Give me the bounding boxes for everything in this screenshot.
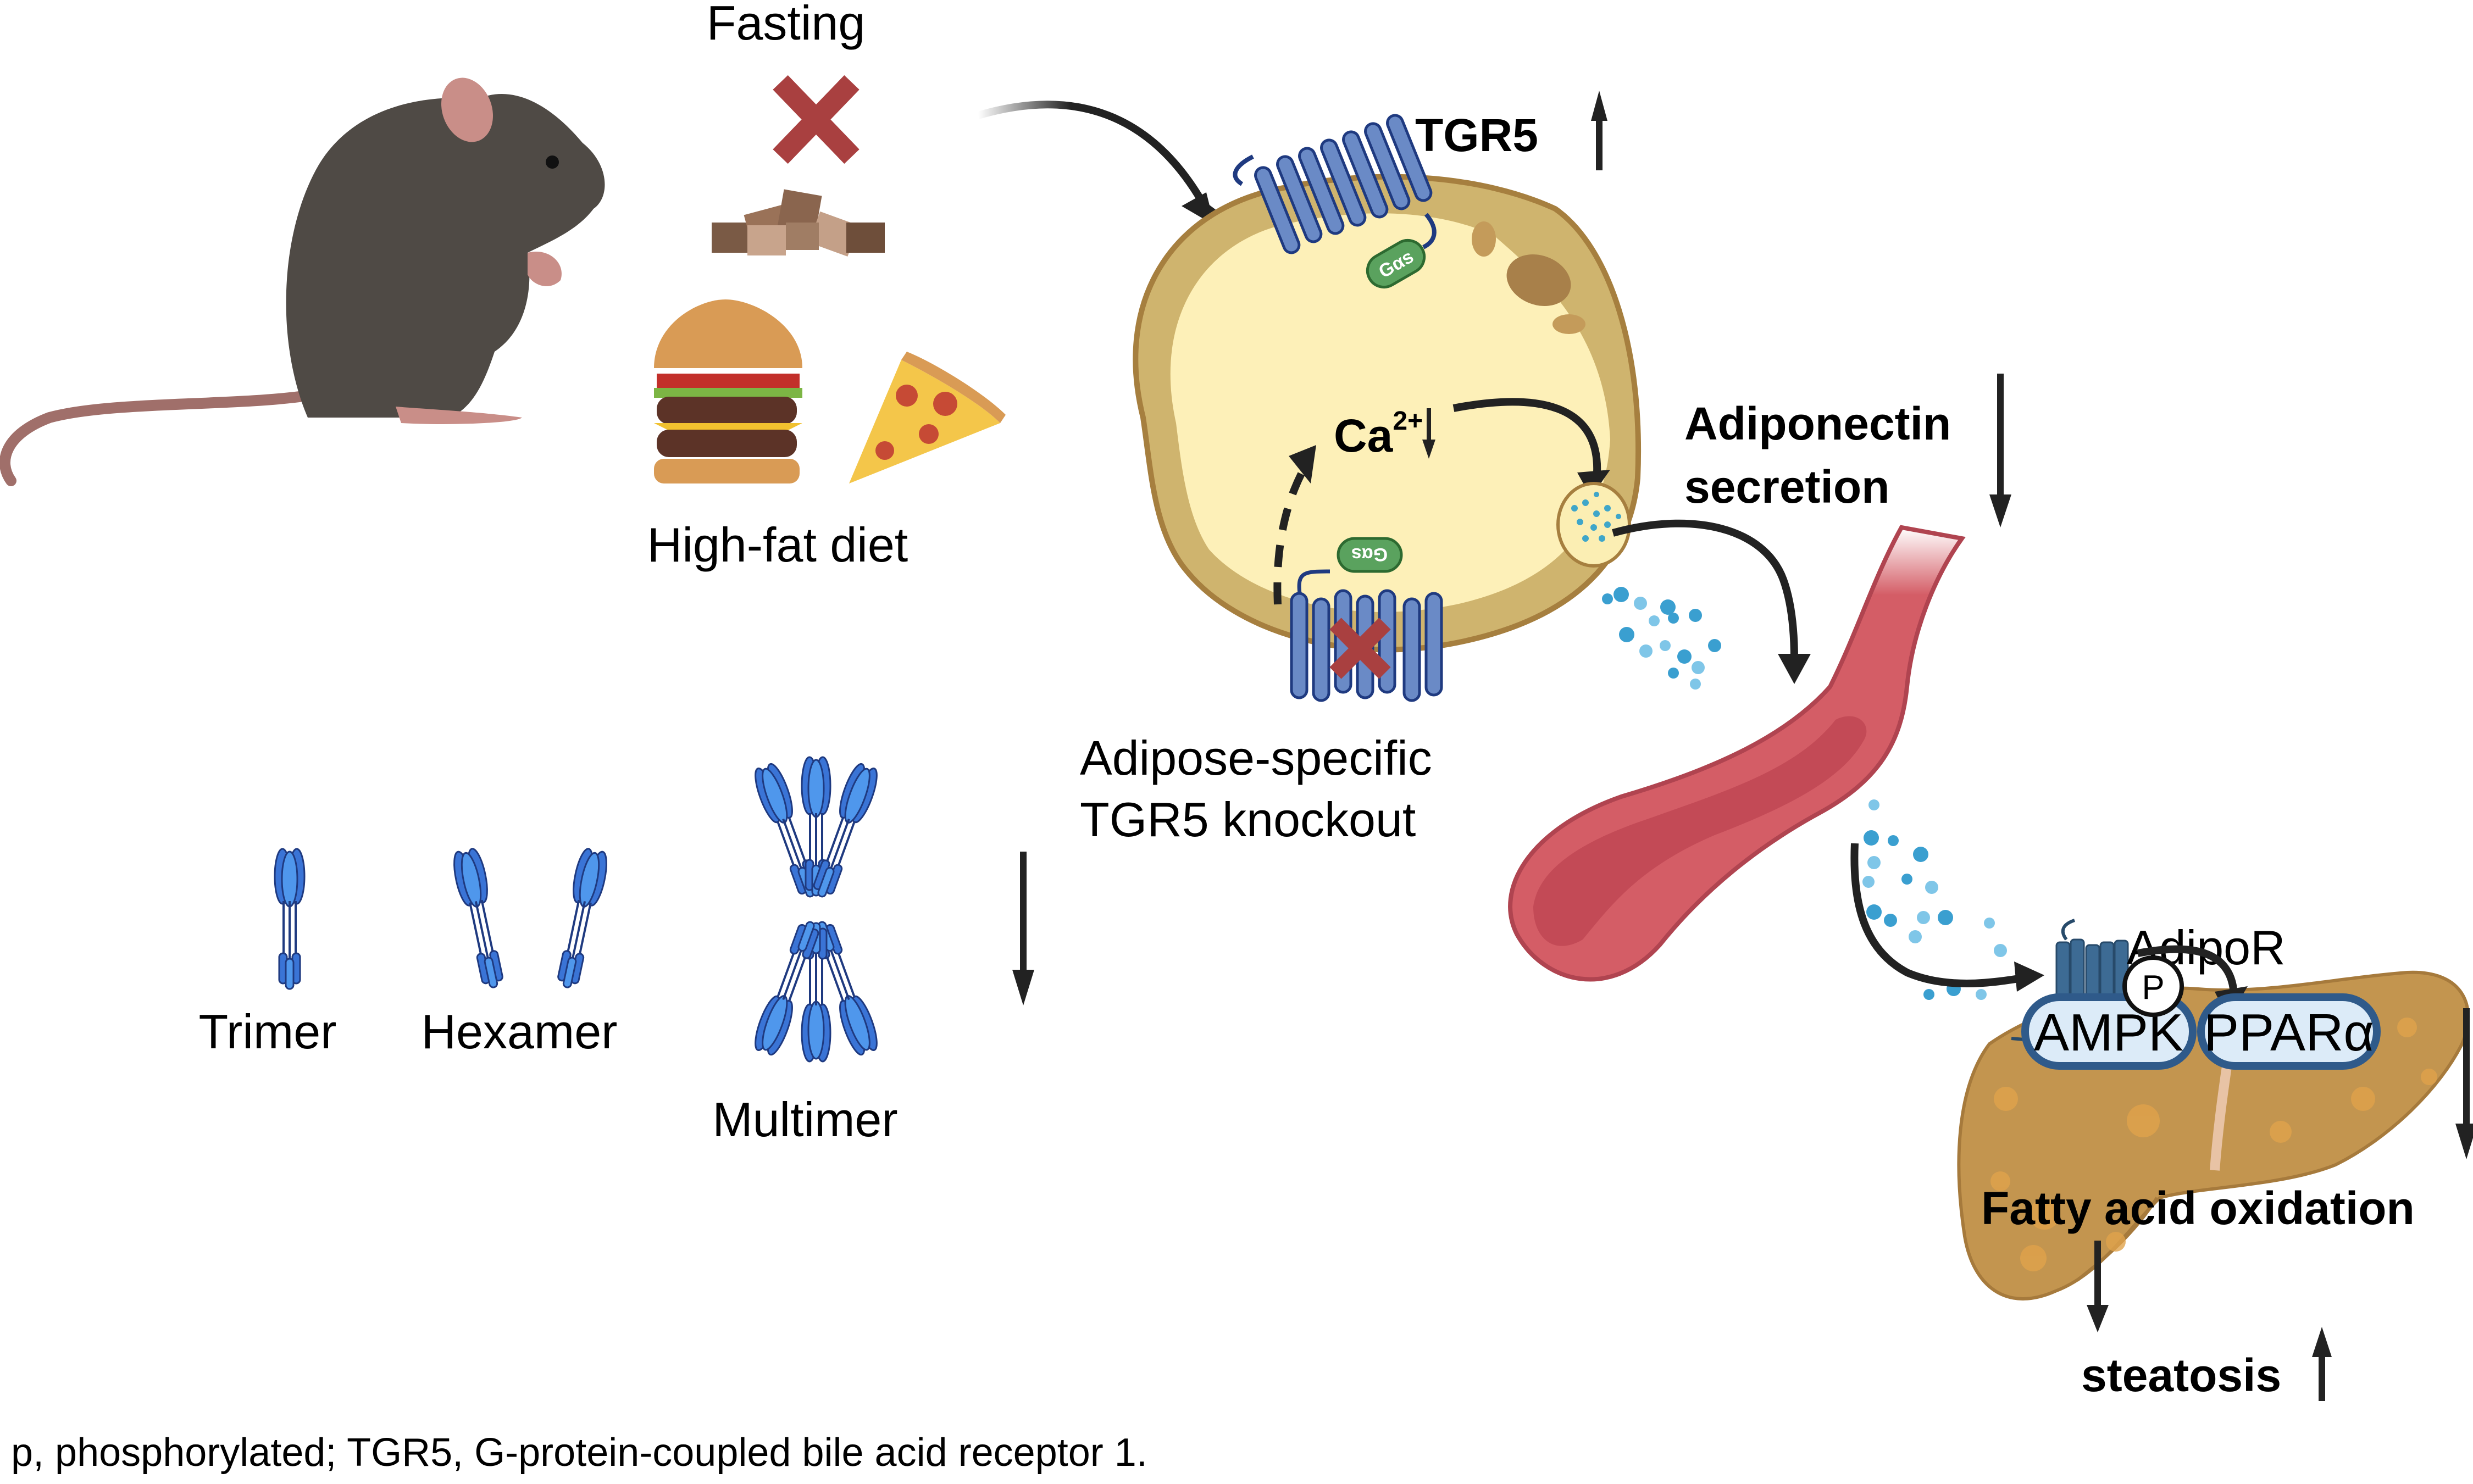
tgr5-receptor-icon <box>1233 114 1437 254</box>
multimer-icon <box>755 756 878 1063</box>
secreted-adiponectin-particles <box>1602 587 1721 690</box>
high-fat-diet-label: High-fat diet <box>647 518 908 572</box>
tgr5-up-arrow-icon <box>1591 91 1607 170</box>
mitochondrion <box>1552 314 1585 334</box>
burger-icon <box>654 299 802 483</box>
mouse-tail <box>0 390 313 486</box>
multimer-trimer-unit <box>755 921 819 1056</box>
flow-arrow-conditions-to-adipocyte <box>977 101 1213 216</box>
knockout-label-line1: Adipose-specific <box>1080 731 1432 785</box>
secretion-label-line1: Adiponectin <box>1684 398 1951 449</box>
ppar-alpha-label: PPARα <box>2204 1003 2374 1062</box>
chow-pellets-icon <box>712 189 885 257</box>
calcium-down-arrow-icon <box>1422 408 1435 459</box>
fao-down-arrow-icon <box>2455 1008 2473 1159</box>
phosphate-badge: P <box>2122 955 2184 1017</box>
circulating-adiponectin-particles <box>1862 799 2007 1000</box>
fao-to-steatosis-arrow-icon <box>2087 1241 2109 1332</box>
hexamer-label: Hexamer <box>422 1004 618 1059</box>
multimer-trimer-unit <box>813 763 878 898</box>
blood-vessel-illustration <box>1508 525 1966 982</box>
mouse-body <box>286 94 605 418</box>
mouse-eye <box>546 155 559 169</box>
figure-caption: p, phosphorylated; TGR5, G-protein-coupl… <box>11 1431 1147 1475</box>
tgr5-label: TGR5 <box>1415 109 1538 161</box>
phosphate-label: P <box>2142 969 2164 1007</box>
mouse-foot <box>396 407 522 424</box>
mouse-illustration <box>0 77 605 486</box>
arrow-adipor-to-ppara <box>2137 945 2238 995</box>
arrow-vesicle-to-vessel <box>1612 519 1798 660</box>
steatosis-up-arrow-icon <box>2312 1327 2332 1401</box>
mitochondrion <box>1472 221 1496 257</box>
secretion-label-line2: secretion <box>1684 461 1890 513</box>
multimer-trimer-unit <box>755 763 819 898</box>
knockout-cross-icon <box>1329 618 1391 679</box>
multimer-label: Multimer <box>712 1092 897 1147</box>
adipocyte-cell <box>1133 174 1642 653</box>
trimer-icon <box>274 848 306 990</box>
cross-icon <box>773 75 860 164</box>
arrow-calcium-to-vesicle <box>1452 398 1601 481</box>
arrow-head <box>2014 961 2044 992</box>
fasting-label: Fasting <box>707 0 866 50</box>
adiponectin-vesicle <box>1556 482 1631 568</box>
g-alpha-s-inverted-label: Gαs <box>1351 544 1388 565</box>
dashed-arrow-head <box>1289 445 1316 483</box>
arrow-vessel-to-liver <box>1850 843 2023 987</box>
multimer-down-arrow-icon <box>1012 852 1034 1005</box>
nucleus <box>1506 254 1571 307</box>
trimer-label: Trimer <box>199 1004 337 1059</box>
arrow-head <box>1778 654 1811 684</box>
ppar-alpha-pill: PPARα <box>2197 993 2381 1070</box>
g-alpha-s-protein-inverted: Gαs <box>1337 537 1403 573</box>
mouse-paws <box>528 252 562 286</box>
mouse-ear <box>441 77 494 142</box>
calcium-label: Ca2+ <box>1334 407 1423 462</box>
pizza-slice-icon <box>849 352 1006 483</box>
dashed-arrow-receptor-to-calcium <box>1273 459 1312 605</box>
fatty-acid-oxidation-label: Fatty acid oxidation <box>1981 1182 2415 1234</box>
steatosis-label: steatosis <box>2081 1349 2281 1401</box>
hexamer-icon <box>453 848 607 988</box>
secretion-down-arrow-icon <box>1989 374 2011 527</box>
knockout-label-line2: TGR5 knockout <box>1080 792 1416 847</box>
